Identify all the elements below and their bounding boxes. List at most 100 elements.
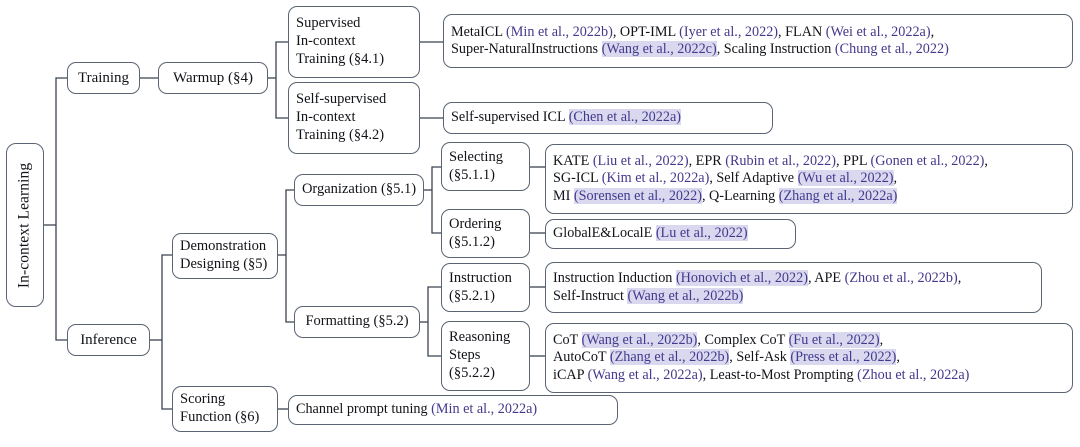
- method-name: , Complex CoT: [697, 332, 789, 349]
- node-ordering-line1: Ordering: [449, 215, 502, 232]
- citation-highlighted[interactable]: (Wang et al., 2022b): [627, 287, 744, 304]
- root-label: In-context Learning: [15, 162, 33, 288]
- method-name: , Q-Learning: [701, 187, 779, 204]
- branch-inference[interactable]: Inference: [67, 324, 150, 356]
- method-name: iCAP: [553, 366, 588, 383]
- citation-highlighted[interactable]: (Press et al., 2022): [790, 349, 897, 366]
- node-reasoning-steps-line1: Reasoning: [449, 329, 511, 346]
- node-self-supervised-ict-line3: Training (§4.2): [296, 126, 385, 143]
- method-name: MetaICL: [451, 23, 507, 40]
- method-name: ,: [984, 153, 988, 170]
- citation-line-1: GlobalE&LocalE (Lu et al., 2022): [553, 225, 788, 242]
- method-name: CoT: [553, 332, 582, 349]
- node-reasoning-steps[interactable]: Reasoning Steps (§5.2.2): [441, 321, 530, 391]
- citation[interactable]: (Kim et al., 2022a): [601, 170, 710, 187]
- method-name: , APE: [807, 270, 845, 287]
- method-name: GlobalE&LocalE: [553, 225, 656, 242]
- node-selecting-line1: Selecting: [449, 148, 503, 165]
- leaf-supervised-ict-methods[interactable]: MetaICL (Min et al., 2022b), OPT-IML (Iy…: [443, 14, 1073, 68]
- method-name: ,: [957, 270, 962, 287]
- leaf-ordering-methods[interactable]: GlobalE&LocalE (Lu et al., 2022): [545, 219, 796, 249]
- node-organization[interactable]: Organization (§5.1): [294, 174, 424, 206]
- node-supervised-in-context-training[interactable]: Supervised In-context Training (§4.1): [288, 6, 420, 78]
- leaf-scoring-function-methods[interactable]: Channel prompt tuning (Min et al., 2022a…: [288, 395, 618, 425]
- citation-line-2: Self-Instruct (Wang et al., 2022b): [553, 287, 1034, 305]
- method-name: , PPL: [835, 153, 871, 170]
- node-supervised-ict-line3: Training (§4.1): [296, 50, 385, 67]
- node-instruction-line1: Instruction: [449, 269, 512, 286]
- citation-line-1: KATE (Liu et al., 2022), EPR (Rubin et a…: [553, 153, 1065, 170]
- citation-highlighted[interactable]: (Fu et al., 2022): [788, 332, 880, 349]
- node-self-supervised-ict-line1: Self-supervised: [296, 91, 387, 108]
- citation-highlighted[interactable]: (Wang et al., 2022b): [581, 332, 698, 349]
- node-formatting-label: Formatting (§5.2): [305, 313, 409, 330]
- citation-highlighted[interactable]: (Wu et al., 2022): [797, 170, 894, 187]
- citation[interactable]: (Liu et al., 2022): [592, 153, 689, 170]
- citation[interactable]: (Rubin et al., 2022): [725, 153, 836, 170]
- branch-inference-label: Inference: [80, 331, 137, 348]
- citation[interactable]: (Chung et al., 2022): [834, 41, 949, 57]
- branch-training[interactable]: Training: [67, 62, 140, 94]
- citation-line-1: MetaICL (Min et al., 2022b), OPT-IML (Iy…: [451, 24, 1065, 41]
- method-name: ,: [896, 349, 900, 366]
- node-demonstration-designing-line1: Demonstration: [180, 238, 267, 255]
- citation-line-1: Channel prompt tuning (Min et al., 2022a…: [296, 401, 610, 418]
- method-name: ,: [879, 332, 884, 349]
- leaf-selecting-methods[interactable]: KATE (Liu et al., 2022), EPR (Rubin et a…: [545, 144, 1073, 214]
- citation[interactable]: (Zhou et al., 2022a): [857, 366, 970, 383]
- node-formatting[interactable]: Formatting (§5.2): [294, 306, 420, 338]
- citation-line-3: MI (Sorensen et al., 2022), Q-Learning (…: [553, 187, 1065, 205]
- node-supervised-ict-line1: Supervised: [296, 15, 361, 32]
- citation-highlighted[interactable]: (Sorensen et al., 2022): [573, 187, 702, 204]
- method-name: , FLAN: [778, 23, 826, 40]
- node-instruction-line2: (§5.2.1): [449, 287, 495, 304]
- node-demonstration-designing[interactable]: Demonstration Designing (§5): [172, 233, 278, 279]
- citation[interactable]: (Iyer et al., 2022): [679, 23, 779, 40]
- citation[interactable]: (Min et al., 2022b): [506, 23, 613, 40]
- node-scoring-function-line2: Function (§6): [180, 409, 260, 425]
- citation[interactable]: (Min et al., 2022a): [431, 401, 538, 418]
- method-name: Self-Instruct: [553, 287, 628, 304]
- method-name: Instruction Induction: [553, 270, 676, 287]
- method-name: MI: [553, 187, 574, 204]
- citation[interactable]: (Gonen et al., 2022): [870, 153, 985, 170]
- node-reasoning-steps-line3: (§5.2.2): [449, 364, 495, 381]
- node-warmup-label: Warmup (§4): [172, 69, 254, 86]
- method-name: ,: [930, 23, 935, 40]
- leaf-instruction-methods[interactable]: Instruction Induction (Honovich et al., …: [545, 262, 1042, 313]
- method-name: , Least-to-Most Prompting: [702, 366, 858, 383]
- method-name: Self-supervised ICL: [451, 109, 569, 126]
- citation-line-3: iCAP (Wang et al., 2022a), Least-to-Most…: [553, 367, 1065, 384]
- node-scoring-function[interactable]: Scoring Function (§6): [172, 386, 278, 432]
- method-name: , Self Adaptive: [709, 170, 798, 187]
- method-name: , OPT-IML: [612, 23, 680, 40]
- citation-highlighted[interactable]: (Zhang et al., 2022b): [609, 349, 730, 366]
- citation-highlighted[interactable]: (Zhang et al., 2022a): [778, 187, 898, 204]
- node-ordering[interactable]: Ordering (§5.1.2): [441, 209, 530, 258]
- method-name: KATE: [553, 153, 593, 170]
- node-selecting[interactable]: Selecting (§5.1.1): [441, 142, 530, 191]
- citation-line-2: SG-ICL (Kim et al., 2022a), Self Adaptiv…: [553, 170, 1065, 187]
- leaf-reasoning-steps-methods[interactable]: CoT (Wang et al., 2022b), Complex CoT (F…: [545, 323, 1073, 393]
- citation-highlighted[interactable]: (Lu et al., 2022): [655, 225, 748, 242]
- citation-highlighted[interactable]: (Wang et al., 2022c): [601, 41, 717, 57]
- node-warmup[interactable]: Warmup (§4): [158, 62, 268, 94]
- node-instruction[interactable]: Instruction (§5.2.1): [441, 263, 530, 312]
- node-reasoning-steps-line2: Steps: [449, 347, 481, 364]
- citation[interactable]: (Wang et al., 2022a): [587, 366, 703, 383]
- method-name: AutoCoT: [553, 349, 610, 366]
- node-self-supervised-in-context-training[interactable]: Self-supervised In-context Training (§4.…: [288, 82, 420, 154]
- leaf-self-supervised-ict-methods[interactable]: Self-supervised ICL (Chen et al., 2022a): [443, 102, 773, 134]
- method-name: ,: [893, 170, 898, 187]
- node-demonstration-designing-line2: Designing (§5): [180, 256, 268, 272]
- citation-line-2: Super-NaturalInstructions (Wang et al., …: [451, 41, 1065, 58]
- citation[interactable]: (Wei et al., 2022a): [825, 23, 931, 40]
- root-node-in-context-learning[interactable]: In-context Learning: [6, 143, 44, 307]
- citation-highlighted[interactable]: (Honovich et al., 2022): [675, 270, 808, 287]
- method-name: , Self-Ask: [729, 349, 791, 366]
- citation-highlighted[interactable]: (Chen et al., 2022a): [568, 109, 681, 126]
- node-ordering-line2: (§5.1.2): [449, 233, 495, 250]
- citation-line-2: AutoCoT (Zhang et al., 2022b), Self-Ask …: [553, 349, 1065, 366]
- citation[interactable]: (Zhou et al., 2022b): [844, 270, 958, 287]
